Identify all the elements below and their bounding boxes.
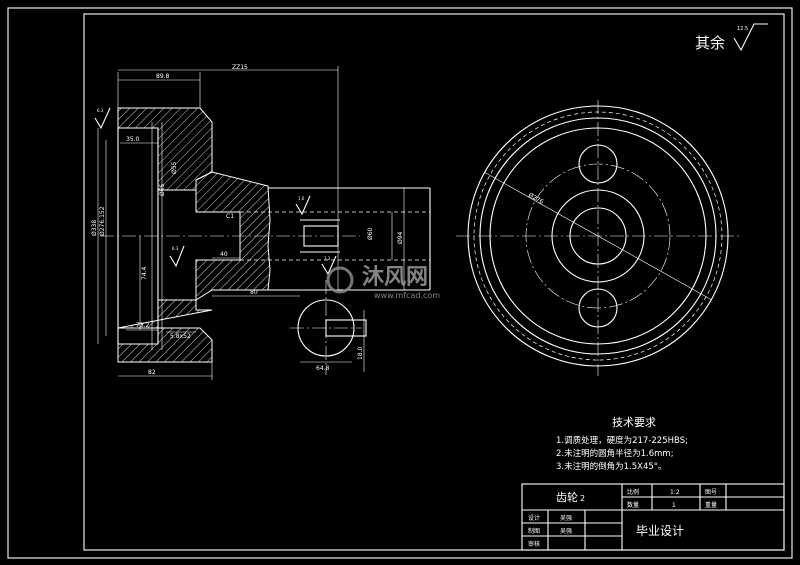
- dim-bottom: 82: [148, 369, 156, 376]
- dim-left-outer: Ø338: [91, 220, 98, 236]
- reviewer-label: 审核: [528, 540, 540, 548]
- dim-c-label: C1: [226, 213, 234, 220]
- project-title: 毕业设计: [636, 524, 684, 538]
- title-block: 齿轮 2 比例 1:2 图号 数量 1 重量 设计 吴强 制图 吴强 审核 毕业…: [521, 483, 785, 551]
- tech-requirements: 技术要求 1.调质处理，硬度为217-225HBS; 2.未注明的圆角半径为1.…: [556, 416, 688, 472]
- tech-item-2: 2.未注明的圆角半径为1.6mm;: [556, 448, 674, 459]
- dim-chamfer: 5.8x52: [170, 333, 191, 340]
- checker-name: 吴强: [560, 528, 572, 535]
- designer-label: 设计: [528, 514, 540, 522]
- dim-keyway: Ø60: [367, 227, 374, 240]
- dim-small-2: Ø65: [159, 183, 166, 196]
- qty-value: 1: [672, 502, 676, 509]
- part-name: 齿轮: [556, 490, 578, 504]
- front-view: Ø276: [456, 100, 742, 376]
- tech-item-1: 1.调质处理，硬度为217-225HBS;: [556, 435, 688, 446]
- roughness-note: 其余 12.5: [695, 23, 768, 52]
- watermark-text: 沐风网: [362, 265, 428, 290]
- outer-frame: [7, 7, 793, 559]
- roughness-mark-4: 3.2: [324, 256, 331, 261]
- ratio-value: 1:2: [670, 489, 680, 496]
- inner-frame: [83, 13, 785, 551]
- watermark: 沐风网 www.mfcad.com: [326, 265, 440, 300]
- dim-top-long: ZZ15: [232, 64, 248, 71]
- roughness-mark-1: 6.3: [97, 108, 104, 113]
- dim-74: 74.4: [141, 266, 148, 280]
- weight-label: 重量: [705, 501, 717, 509]
- dim-shaft-len: 80: [250, 289, 258, 296]
- dim-small-1: Ø55: [171, 161, 178, 174]
- ratio-label: 比例: [627, 488, 639, 496]
- section-view: 89.8 ZZ15 35.0 82 40 80 74.4 73.2 5.8x52…: [91, 64, 431, 380]
- designer-name: 吴强: [560, 515, 572, 522]
- qty-label: 数量: [627, 501, 639, 509]
- roughness-mark-3: 1.6: [298, 196, 305, 201]
- checker-label: 制图: [528, 527, 540, 535]
- part-suffix: 2: [580, 494, 585, 503]
- dim-top-short: 89.8: [156, 73, 170, 80]
- tech-title: 技术要求: [612, 416, 656, 429]
- dim-key-width: 64.8: [316, 365, 330, 372]
- dim-key-depth: 18.0: [357, 346, 364, 360]
- dim-hub-step: 35.0: [126, 136, 140, 143]
- front-dim-diameter: Ø276: [527, 192, 545, 206]
- dim-left-inner: Ø276.152: [99, 206, 106, 236]
- roughness-value: 12.5: [737, 26, 748, 32]
- watermark-url: www.mfcad.com: [374, 291, 440, 300]
- dim-bore: 40: [220, 251, 228, 258]
- dim-right: Ø94: [397, 231, 404, 244]
- drawing-no-label: 图号: [705, 489, 717, 496]
- roughness-mark-2: 6.3: [172, 246, 179, 251]
- tech-item-3: 3.未注明的倒角为1.5X45°。: [556, 461, 667, 472]
- roughness-note-text: 其余: [695, 34, 725, 52]
- dim-73: 73.2: [136, 322, 150, 329]
